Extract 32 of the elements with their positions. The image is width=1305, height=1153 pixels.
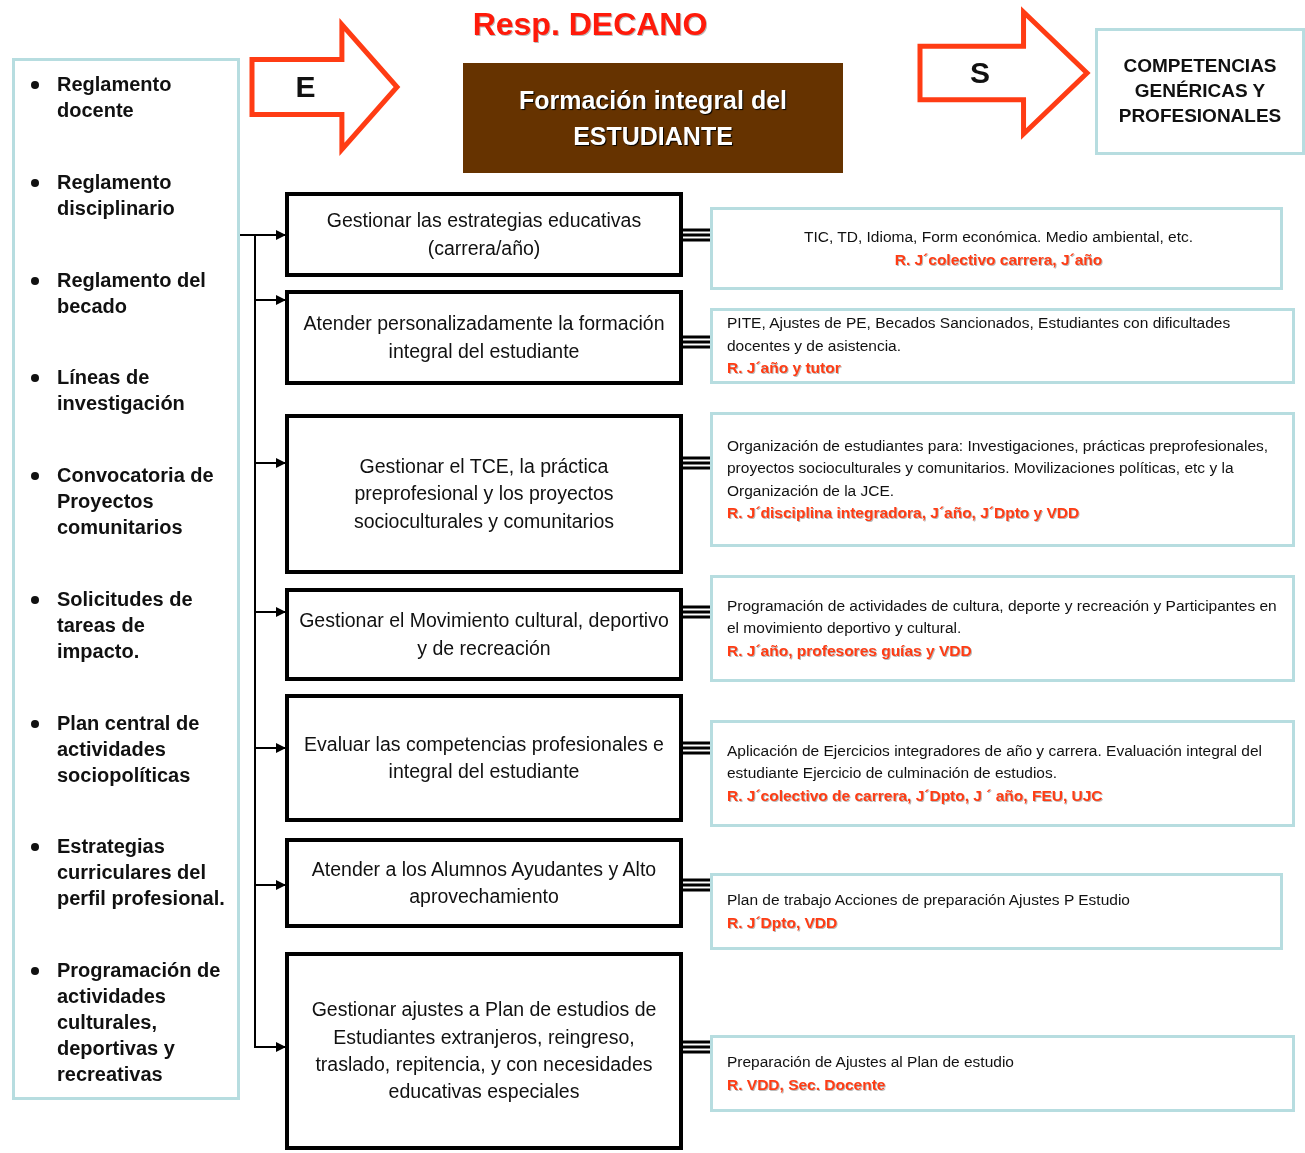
- list-item: Estrategias curriculares del perfil profesional.: [57, 834, 226, 912]
- block-arrow: [917, 6, 1091, 140]
- list-item: Reglamento docente: [57, 72, 173, 123]
- list-item: Convocatoria de Proyectos comunitarios: [57, 463, 215, 540]
- process-box: Gestionar ajustes a Plan de estudios de Estudiantes extranjeros, reingreso, traslado, repitencia, y con necesidades educativas especiales: [285, 952, 683, 1150]
- list-item: Reglamento disciplinario: [57, 169, 176, 221]
- description-box: Organización de estudiantes para: Investigaciones, prácticas preprofesionales, proyectos socioculturales y comunitarios. Movilizaciones políticas, etc y la Organización de la JCE. R. J´disciplina integradora, J´año, J´Dpto y VDD: [710, 412, 1295, 547]
- list-item: Líneas de investigación: [57, 365, 186, 417]
- list-item: Solicitudes de tareas de impacto.: [57, 586, 194, 664]
- output-box: COMPETENCIAS GENÉRICAS Y PROFESIONALES: [1095, 28, 1305, 155]
- description-box: Aplicación de Ejercicios integradores de año y carrera. Evaluación integral del estudiante Ejercicio de culminación de estudios. R. J´colectivo de carrera, J´Dpto, J ´ año, FEU, UJC: [710, 720, 1295, 827]
- document-list-panel: [12, 58, 240, 1100]
- arrow-label: E: [295, 72, 316, 102]
- arrow-label: S: [970, 58, 991, 88]
- process-box: Atender a los Alumnos Ayudantes y Alto aprovechamiento: [285, 838, 683, 928]
- description-box: Plan de trabajo Acciones de preparación Ajustes P Estudio R. J´Dpto, VDD: [710, 873, 1283, 950]
- description-box: PITE, Ajustes de PE, Becados Sancionados, Estudiantes con dificultades docentes y de asistencia. R. J´año y tutor: [710, 308, 1295, 384]
- description-box: Programación de actividades de cultura, deporte y recreación y Participantes en el movimiento deportivo y cultural. R. J´año, profesores guías y VDD: [710, 575, 1295, 682]
- list-item: Reglamento del becado: [57, 267, 207, 319]
- process-box: Gestionar el Movimiento cultural, deportivo y de recreación: [285, 588, 683, 681]
- heading: Resp. DECANO: [471, 6, 709, 43]
- description-box: TIC, TD, Idioma, Form económica. Medio ambiental, etc. R. J´colectivo carrera, J´año: [710, 207, 1283, 290]
- arrow: [239, 234, 286, 1052]
- list-item: Plan central de actividades sociopolíticas: [57, 710, 201, 788]
- process-box: Evaluar las competencias profesionales e integral del estudiante: [285, 694, 683, 822]
- process-box: Gestionar las estrategias educativas (carrera/año): [285, 192, 683, 277]
- block-arrow: [249, 17, 401, 157]
- title-box: Formación integral del ESTUDIANTE: [463, 63, 843, 173]
- process-box: Gestionar el TCE, la práctica preprofesional y los proyectos socioculturales y comunitarios: [285, 414, 683, 574]
- process-box: Atender personalizadamente la formación integral del estudiante: [285, 290, 683, 385]
- list-item: Programación de actividades culturales, deportivas y recreativas: [57, 958, 222, 1087]
- description-box: Preparación de Ajustes al Plan de estudio R. VDD, Sec. Docente: [710, 1035, 1295, 1112]
